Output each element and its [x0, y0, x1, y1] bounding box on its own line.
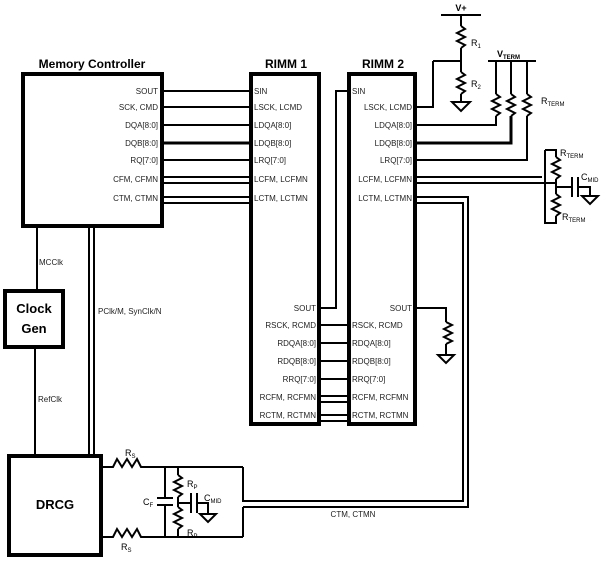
pclk-synclk-label: PClk/M, SynClk/N: [98, 307, 162, 316]
rimm1-title: RIMM 1: [265, 57, 307, 71]
sck-cmd-divider: V+ R1 R2: [415, 3, 482, 113]
rimm1-right-pin-label: RDQB[8:0]: [277, 357, 316, 366]
svg-text:CMID: CMID: [581, 172, 599, 184]
rimm1-left-pin-label: LRQ[7:0]: [254, 156, 286, 165]
memory-controller-pin-label: DQA[8:0]: [125, 121, 158, 130]
svg-text:VTERM: VTERM: [497, 49, 520, 61]
svg-text:R1: R1: [471, 38, 482, 50]
rimm1-left-pin-label: LDQA[8:0]: [254, 121, 291, 130]
svg-text:RS: RS: [125, 448, 136, 460]
rimm1-left-pin-label: LDQB[8:0]: [254, 139, 291, 148]
vplus-label: V+: [455, 3, 466, 13]
svg-text:CMID: CMID: [204, 493, 222, 505]
memory-controller-pin-label: DQB[8:0]: [125, 139, 158, 148]
rterm-bottom-label: R: [562, 212, 569, 222]
ground-icon: [449, 101, 473, 113]
r1-resistor: [454, 25, 468, 49]
rimm1-pins: SIN LSCK, LCMD LDQA[8:0] LDQB[8:0] LRQ[7:0] L…: [254, 87, 316, 420]
ctm-ctmn-label: CTM, CTMN: [331, 510, 376, 519]
rimm2-sout-pulldown: [415, 307, 457, 365]
svg-text:RTERM: RTERM: [541, 96, 565, 108]
memory-controller-pin-label: SCK, CMD: [119, 103, 158, 112]
rs-top-label: R: [125, 448, 132, 458]
rp-top-label: R: [187, 479, 194, 489]
rterm-label: R: [541, 96, 548, 106]
svg-text:RTERM: RTERM: [562, 212, 586, 224]
rimm2-left-pin-label: LCFM, LCFMN: [358, 175, 412, 184]
clock-gen-block: [3, 289, 65, 349]
rimm1-right-pin-label: RCTM, RCTMN: [260, 411, 317, 420]
rimm1-left-pin-label: LCTM, LCTMN: [254, 194, 308, 203]
svg-text:RP: RP: [187, 528, 198, 540]
rimm2-right-pin-label: RDQB[8:0]: [352, 357, 391, 366]
rterm-top-label: R: [560, 148, 567, 158]
rimm2-left-pin-label: LSCK, LCMD: [364, 103, 412, 112]
mc-to-rimm1-bus: [162, 90, 251, 204]
svg-text:RTERM: RTERM: [560, 148, 584, 160]
rimm1-to-rimm2-bus: [319, 324, 349, 422]
memory-controller-pin-label: RQ[7:0]: [130, 156, 158, 165]
rp-bottom-label: R: [187, 528, 194, 538]
rimm2-right-pin-label: SOUT: [390, 304, 412, 313]
vterm-termination: VTERM RTERM: [415, 49, 565, 161]
rs-bottom-label: R: [121, 542, 128, 552]
cf-label: C: [143, 497, 150, 507]
memory-controller-pin-label: CFM, CFMN: [113, 175, 158, 184]
svg-text:CF: CF: [143, 497, 154, 509]
refclk-label: RefClk: [38, 395, 63, 404]
rimm2-right-pin-label: RCFM, RCFMN: [352, 393, 409, 402]
rimm1-left-pin-label: LSCK, LCMD: [254, 103, 302, 112]
vterm-label: V: [497, 49, 503, 59]
rimm2-right-pin-label: RCTM, RCTMN: [352, 411, 409, 420]
ground-icon: [579, 195, 601, 206]
rimm1-right-pin-label: RSCK, RCMD: [265, 321, 316, 330]
rimm2-left-pin-label: LDQA[8:0]: [375, 121, 412, 130]
r2-label: R: [471, 79, 478, 89]
memory-controller-pins: SOUT SCK, CMD DQA[8:0] DQB[8:0] RQ[7:0] CFM, …: [113, 87, 158, 203]
svg-text:R2: R2: [471, 79, 482, 91]
rimm2-right-pin-label: RRQ[7:0]: [352, 375, 385, 384]
memory-controller-title: Memory Controller: [39, 57, 146, 71]
rimm1-right-pin-label: RCFM, RCFMN: [260, 393, 317, 402]
rimm2-left-pin-label: LRQ[7:0]: [380, 156, 412, 165]
cmid-label: C: [581, 172, 588, 182]
rimm2-left-pin-label: LDQB[8:0]: [375, 139, 412, 148]
r1-label: R: [471, 38, 478, 48]
drcg-title: DRCG: [36, 497, 74, 512]
memory-controller-pin-label: CTM, CTMN: [113, 194, 158, 203]
cfm-termination: RTERM RTERM CMID: [415, 148, 601, 224]
rimm2-pins: SIN LSCK, LCMD LDQA[8:0] LDQB[8:0] LRQ[7:0] L…: [352, 87, 412, 420]
ground-icon: [197, 513, 219, 524]
cmid-drcg-label: C: [204, 493, 211, 503]
svg-text:RS: RS: [121, 542, 132, 554]
rimm1-sout-to-rimm2-sin: [319, 90, 349, 309]
rimm1-block: [249, 72, 321, 426]
rimm2-title: RIMM 2: [362, 57, 404, 71]
ground-icon: [435, 354, 457, 365]
svg-text:RP: RP: [187, 479, 198, 491]
clock-gen-label-1: Clock: [16, 301, 52, 316]
rimm2-left-pin-label: LCTM, LCTMN: [358, 194, 412, 203]
rimm1-right-pin-label: SOUT: [294, 304, 316, 313]
r2-resistor: [454, 71, 468, 95]
rimm1-left-pin-label: SIN: [254, 87, 268, 96]
rimm1-right-pin-label: RRQ[7:0]: [283, 375, 316, 384]
rimm2-left-pin-label: SIN: [352, 87, 366, 96]
rimm2-right-pin-label: RDQA[8:0]: [352, 339, 391, 348]
mcclk-label: MCClk: [39, 258, 64, 267]
rimm1-right-pin-label: RDQA[8:0]: [277, 339, 316, 348]
rimm2-right-pin-label: RSCK, RCMD: [352, 321, 403, 330]
drcg-output-network: RS RS CF RP RP CMID: [101, 448, 244, 554]
memory-controller-pin-label: SOUT: [136, 87, 158, 96]
drcg-block: [7, 454, 103, 557]
clock-gen-label-2: Gen: [21, 321, 46, 336]
rimm2-block: [347, 72, 417, 426]
memory-controller-block: [21, 72, 164, 228]
rimm1-left-pin-label: LCFM, LCFMN: [254, 175, 308, 184]
